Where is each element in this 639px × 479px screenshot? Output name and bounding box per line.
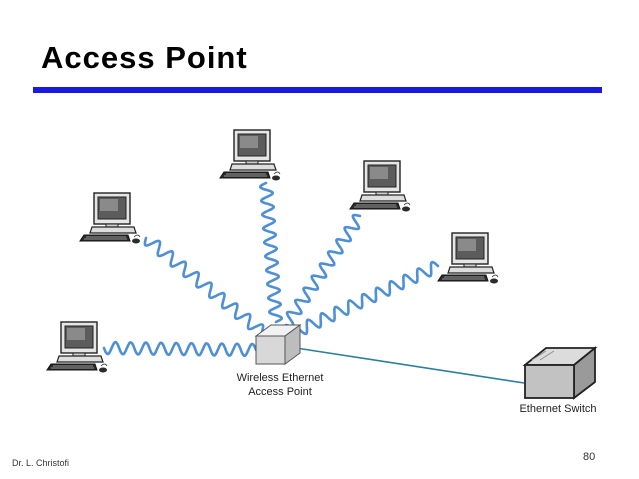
access-point-label: Access Point — [248, 386, 312, 398]
author-footer: Dr. L. Christofi — [12, 458, 70, 468]
signal-wave-top — [258, 181, 284, 324]
access-point-label: Wireless Ethernet — [237, 372, 324, 384]
signal-wave-upper-right — [284, 213, 362, 328]
computer-icon — [349, 160, 411, 213]
ethernet-switch-icon — [522, 346, 598, 400]
computer-icon — [219, 129, 281, 182]
title-underline — [33, 87, 602, 93]
access-point-icon — [254, 324, 302, 365]
signal-wave-right — [298, 260, 440, 336]
computer-icon — [437, 232, 499, 285]
computer-icon — [46, 321, 108, 374]
ethernet-cable — [295, 347, 525, 384]
wireless-signals — [102, 181, 440, 358]
signal-wave-left — [102, 340, 258, 358]
page-number: 80 — [583, 451, 596, 463]
computer-icon — [79, 192, 141, 245]
switch-label: Ethernet Switch — [519, 403, 596, 415]
slide-title: Access Point — [41, 40, 248, 75]
signal-wave-upper-left — [143, 236, 265, 334]
